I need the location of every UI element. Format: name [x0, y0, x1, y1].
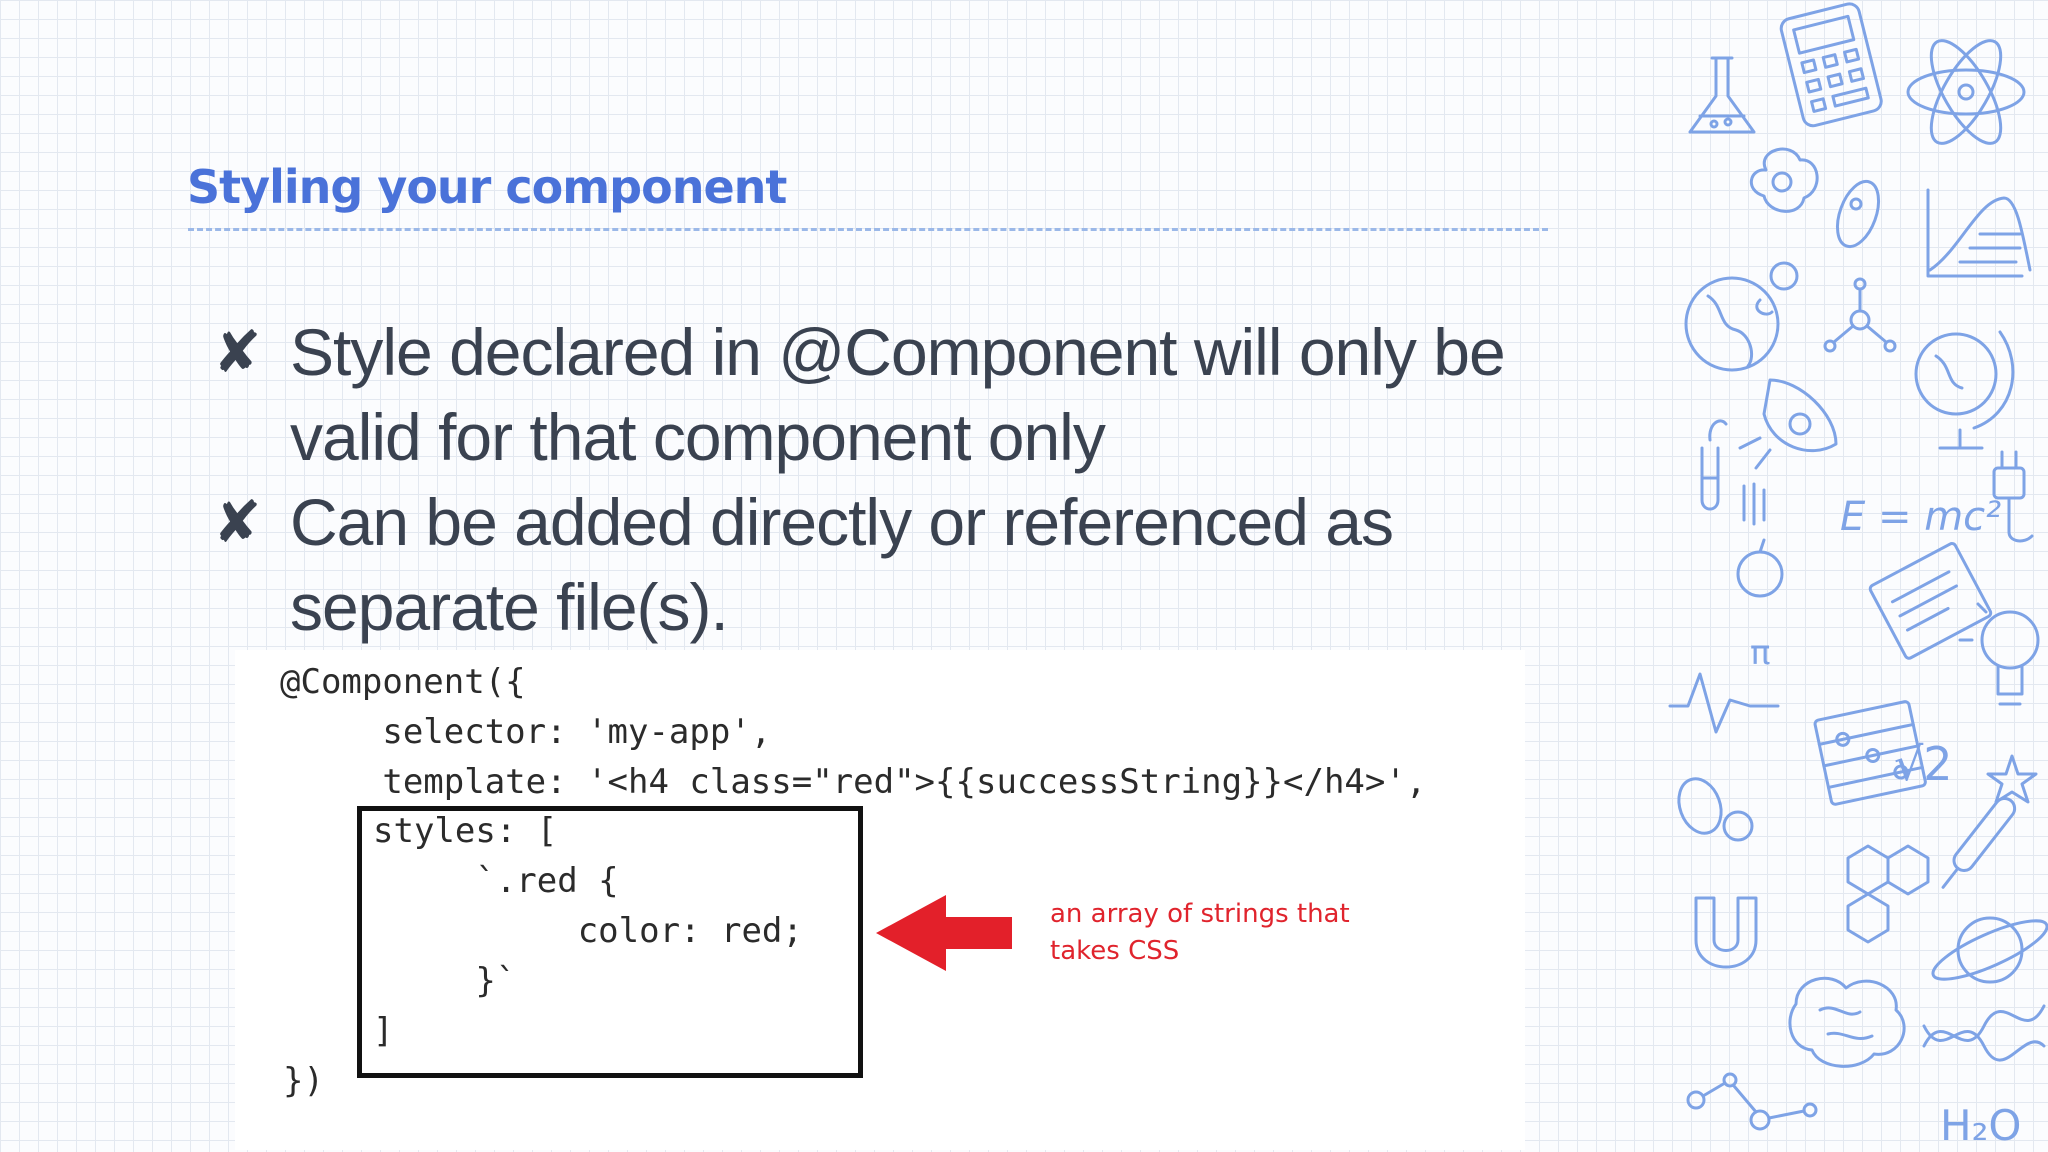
hexagon-molecule-icon [1846, 844, 1930, 944]
heartbeat-icon [1668, 672, 1780, 734]
test-tube-icon [1700, 419, 1728, 511]
plug-icon [1992, 450, 2034, 543]
thermometer-icon [1941, 796, 2017, 889]
globe-icon [1684, 261, 1799, 372]
red-arrow-left-icon [876, 895, 1012, 971]
planet-icon [1931, 916, 2048, 984]
magnet-icon [1694, 896, 1758, 969]
code-lines-styles: styles: [ `.red { color: red; }` ] [373, 811, 803, 1051]
star-icon [1986, 754, 2038, 804]
abacus-icon [1813, 700, 1927, 806]
formula-pi: π [1750, 633, 1770, 673]
styles-highlight-box [357, 806, 863, 1078]
bullet-item: ✘ Can be added directly or referenced as… [210, 480, 1510, 650]
code-lines-header: @Component({ selector: 'my-app', templat… [280, 662, 1427, 802]
lightbulb-icon [1958, 602, 2040, 706]
dna-icon [1922, 1004, 2046, 1062]
bullet-list: ✘ Style declared in @Component will only… [210, 310, 1510, 650]
title-divider [188, 228, 1548, 231]
molecule-icon [1823, 277, 1897, 353]
microbe-icon [1750, 147, 1881, 249]
pills-icon [1677, 777, 1754, 842]
molecule-chain-icon [1686, 1072, 1818, 1131]
slide-title: Styling your component [187, 160, 787, 214]
annotation-note: an array of strings that takes CSS [1050, 899, 1350, 966]
desk-globe-icon [1914, 330, 2015, 450]
science-doodles: E = mc² π √2 [1668, 2, 2048, 1150]
bullet-item: ✘ Style declared in @Component will only… [210, 310, 1510, 480]
formula-energy: E = mc² [1840, 494, 2001, 540]
cross-bullet-icon: ✘ [213, 320, 262, 385]
flask-icon [1688, 56, 1756, 134]
bullet-text: Style declared in @Component will only b… [290, 315, 1506, 474]
atom-icon [1906, 39, 2026, 145]
graph-icon [1926, 188, 2032, 278]
apple-icon [1736, 482, 1784, 598]
book-icon [1868, 542, 1993, 660]
calculator-icon [1779, 2, 1883, 128]
rocket-icon [1738, 378, 1838, 470]
cross-bullet-icon: ✘ [213, 490, 262, 555]
bullet-text: Can be added directly or referenced as s… [290, 485, 1394, 644]
formula-water: H₂O [1940, 1101, 2021, 1150]
brain-icon [1788, 976, 1906, 1068]
formula-root: √2 [1894, 737, 1953, 791]
code-screenshot [235, 650, 1525, 1150]
code-line-closing: }) [283, 1061, 324, 1101]
